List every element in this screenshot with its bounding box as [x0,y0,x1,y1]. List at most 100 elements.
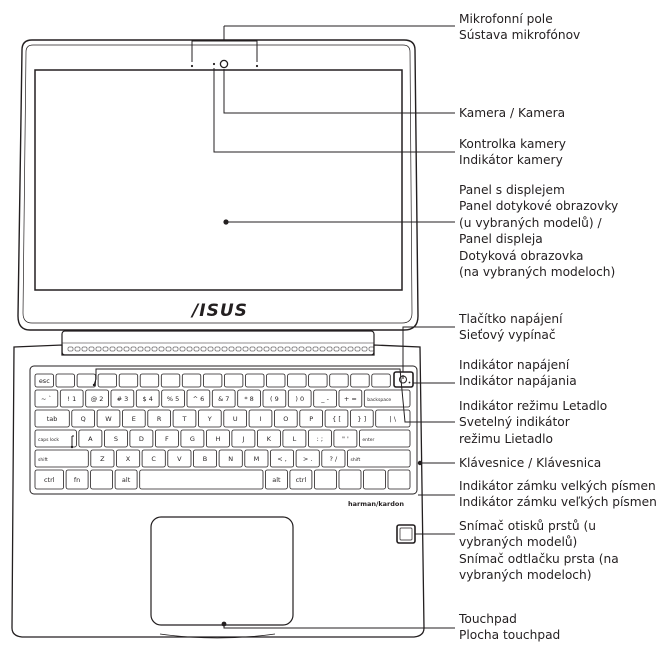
key[interactable] [324,409,349,428]
key[interactable] [181,373,202,388]
key[interactable] [350,373,370,388]
key-label: * 8 [244,395,253,403]
key[interactable] [172,409,197,428]
key-label: % 5 [167,395,179,403]
key[interactable] [347,449,411,468]
key[interactable] [96,409,121,428]
vent-slot [158,346,165,352]
key[interactable] [90,449,115,468]
key[interactable] [139,373,160,388]
key[interactable] [34,429,77,448]
key[interactable] [363,469,386,490]
key[interactable] [262,389,287,408]
key[interactable] [223,373,244,388]
key[interactable] [104,429,128,448]
key[interactable] [371,373,391,388]
vent-slot [214,346,221,352]
key[interactable] [338,469,362,490]
key[interactable] [55,373,75,388]
key[interactable] [223,409,248,428]
key[interactable] [307,429,332,448]
key[interactable] [266,373,286,388]
key[interactable] [135,389,160,408]
key[interactable] [65,469,89,490]
key[interactable] [287,373,307,388]
key[interactable] [90,469,113,490]
key[interactable] [245,373,265,388]
key[interactable] [237,389,261,408]
key[interactable] [180,429,205,448]
vent-slot [319,346,326,352]
key[interactable] [197,409,222,428]
key[interactable] [141,449,166,468]
base-front-edge [159,633,276,639]
key-label: esc [39,377,50,385]
key[interactable] [282,429,307,448]
key[interactable] [160,373,181,388]
key[interactable] [358,429,411,448]
key[interactable] [313,469,337,490]
key[interactable] [78,429,103,448]
key[interactable] [110,389,135,408]
leader-camera-indicator [213,68,455,153]
key-label: shift [38,457,48,463]
key[interactable] [34,389,59,408]
key[interactable] [295,449,320,468]
key[interactable] [34,373,54,388]
power-button[interactable] [393,371,414,388]
key[interactable] [273,409,298,428]
key[interactable] [387,469,411,490]
key[interactable] [202,373,223,388]
key[interactable] [313,389,337,408]
key[interactable] [167,449,192,468]
key[interactable] [139,469,264,490]
key[interactable] [192,449,217,468]
key[interactable] [205,429,230,448]
key[interactable] [147,409,172,428]
dot-touchpad [221,621,227,627]
key[interactable] [34,469,65,490]
key[interactable] [154,429,179,448]
key[interactable] [329,373,349,388]
key[interactable] [375,409,411,428]
key[interactable] [269,449,294,468]
key[interactable] [129,429,154,448]
key[interactable] [289,469,313,490]
key[interactable] [244,449,269,468]
key[interactable] [116,449,141,468]
key[interactable] [85,389,109,408]
key[interactable] [211,389,236,408]
key[interactable] [363,389,411,408]
key[interactable] [256,429,281,448]
key[interactable] [264,469,288,490]
key[interactable] [186,389,211,408]
key[interactable] [71,409,96,428]
key[interactable] [333,429,358,448]
key[interactable] [287,389,312,408]
key[interactable] [308,373,328,388]
key[interactable] [321,449,346,468]
key[interactable] [349,409,374,428]
key[interactable] [118,373,139,388]
key[interactable] [218,449,243,468]
key[interactable] [338,389,363,408]
key[interactable] [34,449,89,468]
key[interactable] [248,409,273,428]
touchpad[interactable] [150,516,294,626]
key[interactable] [161,389,185,408]
key-label: M [254,455,260,463]
key[interactable] [299,409,323,428]
label-capslock-line: Indikátor zámku velkých písmen [459,479,656,493]
asus-logo: /ISUS [190,301,248,321]
key[interactable] [59,389,84,408]
key[interactable] [97,373,117,388]
key[interactable] [114,469,138,490]
key[interactable] [122,409,146,428]
key-label: } ] [357,415,366,423]
key[interactable] [231,429,256,448]
key-label: ~ ` [41,395,52,403]
key[interactable] [34,409,70,428]
